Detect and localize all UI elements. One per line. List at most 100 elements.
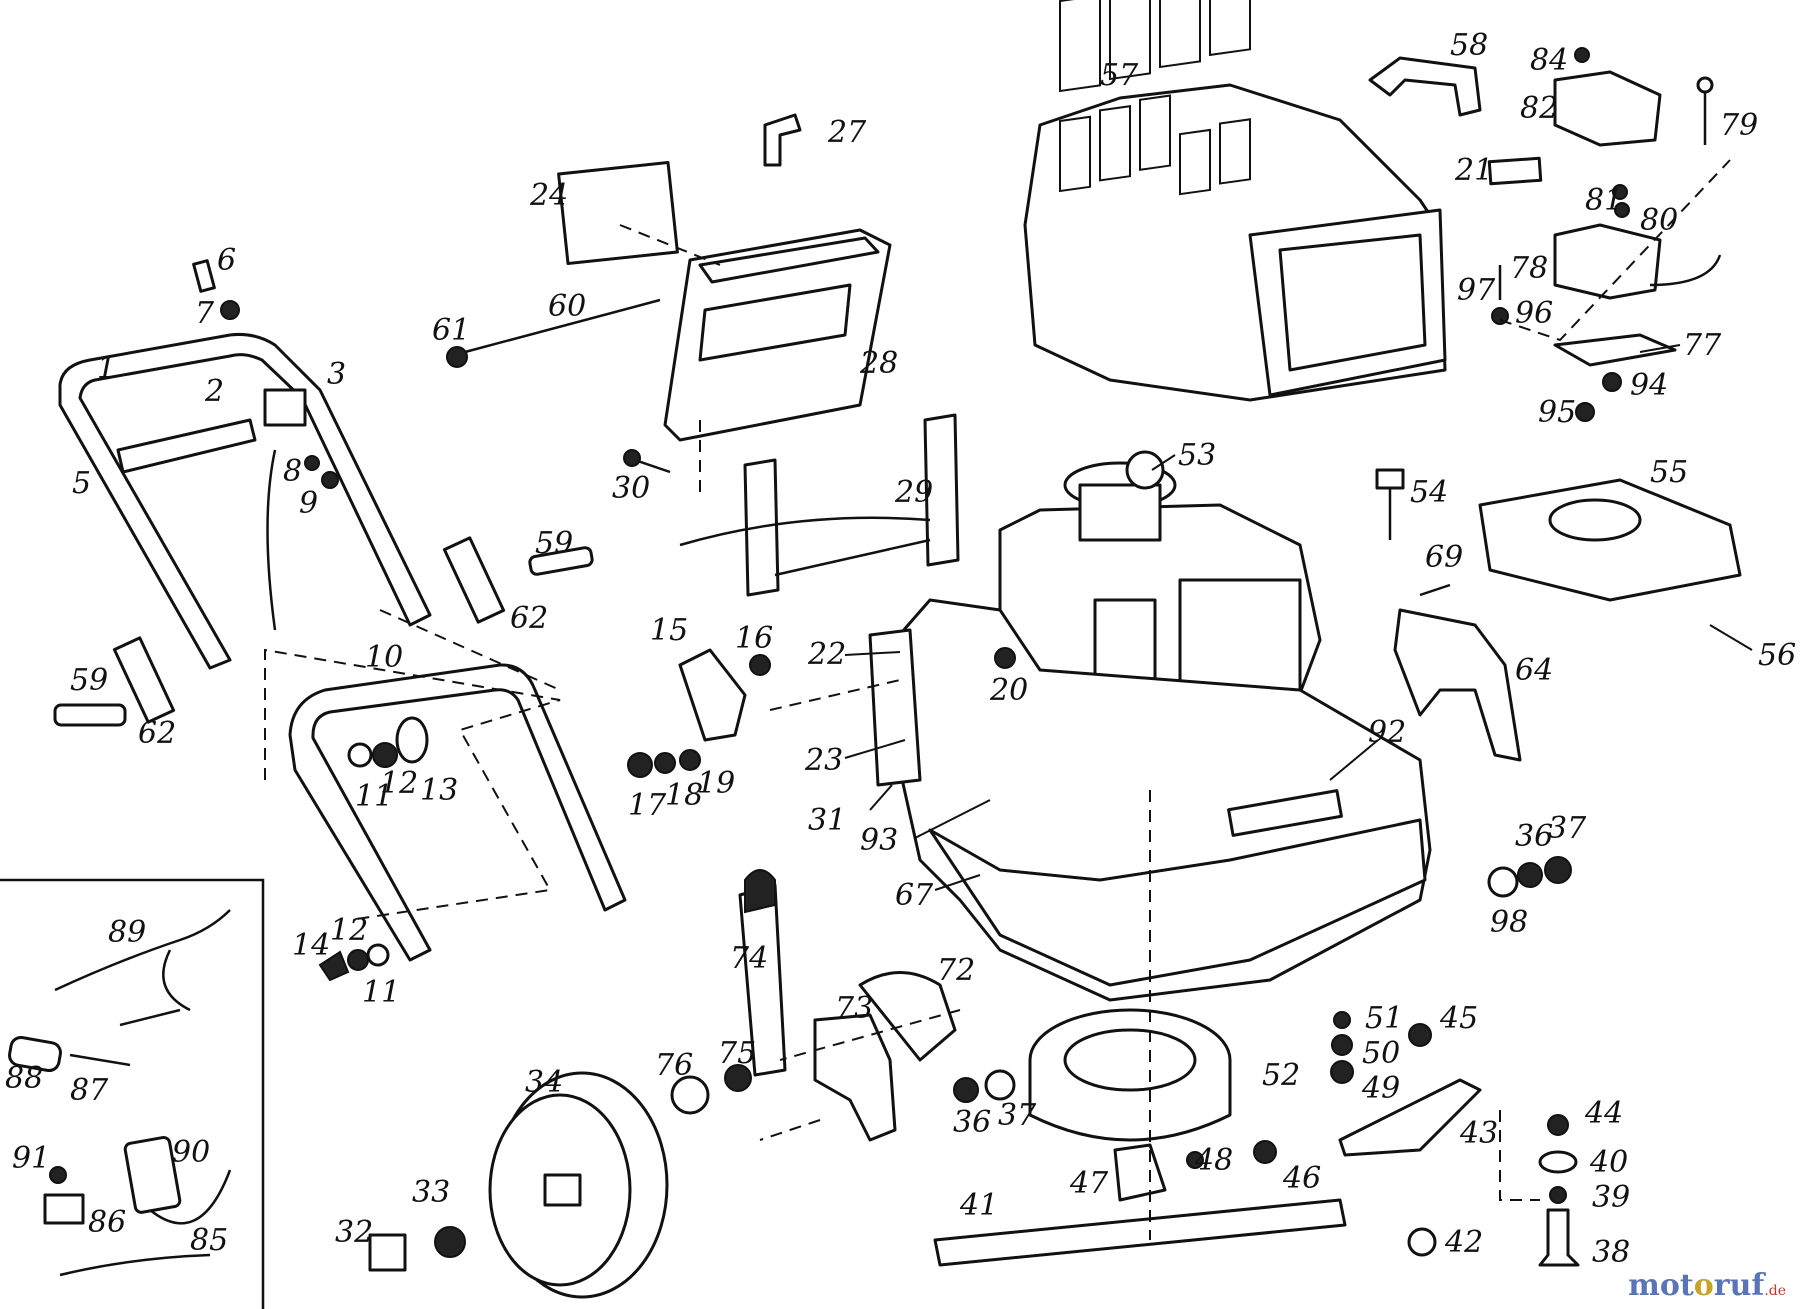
upper-handle bbox=[58, 333, 432, 670]
inset-frame bbox=[0, 878, 265, 1309]
callout-44: 44 bbox=[1584, 1096, 1623, 1131]
nut-17 bbox=[627, 752, 653, 778]
label-24 bbox=[557, 160, 679, 266]
washer-46 bbox=[1253, 1140, 1277, 1164]
callout-33: 33 bbox=[412, 1175, 450, 1210]
bolt-42 bbox=[1407, 1227, 1437, 1257]
carry-handle-58 bbox=[1368, 56, 1482, 117]
washer-12b bbox=[347, 949, 369, 971]
callout-30: 30 bbox=[612, 471, 650, 506]
bracket-64 bbox=[1393, 608, 1522, 762]
disc-40 bbox=[1538, 1150, 1578, 1174]
axle-bracket-73 bbox=[813, 1013, 897, 1142]
handle-clamp-left bbox=[53, 636, 176, 727]
cap-76 bbox=[670, 1075, 710, 1115]
washer-95 bbox=[1575, 402, 1595, 422]
key-48 bbox=[1186, 1151, 1204, 1169]
callout-9: 9 bbox=[299, 486, 318, 521]
callout-55: 55 bbox=[1650, 455, 1688, 490]
wheel-bolt-33 bbox=[434, 1226, 466, 1258]
callout-21: 21 bbox=[1454, 153, 1493, 188]
grass-catcher-bag bbox=[1023, 0, 1447, 402]
cable-85 bbox=[59, 1253, 211, 1277]
callout-32: 32 bbox=[335, 1215, 373, 1250]
bolt-20 bbox=[994, 647, 1016, 669]
callout-59b: 59 bbox=[535, 526, 573, 561]
washer-44 bbox=[1547, 1114, 1569, 1136]
nut-36b bbox=[953, 1077, 979, 1103]
callout-54: 54 bbox=[1410, 475, 1448, 510]
callout-80: 80 bbox=[1640, 203, 1678, 238]
watermark-pre: mot bbox=[1628, 1268, 1694, 1303]
callout-45: 45 bbox=[1439, 1001, 1478, 1036]
charger-90 bbox=[123, 1135, 182, 1214]
grass-catcher-lid bbox=[663, 228, 892, 442]
callout-8: 8 bbox=[283, 454, 302, 489]
watermark-logo: motoruf.de bbox=[1628, 1268, 1786, 1303]
callout-62b: 62 bbox=[510, 601, 548, 636]
washer-7 bbox=[220, 300, 240, 320]
callout-58: 58 bbox=[1450, 28, 1488, 63]
fuse-86 bbox=[43, 1193, 85, 1225]
callout-86: 86 bbox=[88, 1205, 126, 1240]
washer-80 bbox=[1614, 202, 1630, 218]
blade-43 bbox=[1338, 1078, 1482, 1157]
washer-37b bbox=[984, 1069, 1016, 1101]
callout-93: 93 bbox=[860, 823, 898, 858]
battery-lead bbox=[1649, 254, 1722, 287]
washer-50 bbox=[1331, 1034, 1353, 1056]
hubcap-32 bbox=[368, 1233, 407, 1272]
leader-53 bbox=[1151, 454, 1176, 471]
washer-11a bbox=[347, 742, 373, 768]
sleeve-88 bbox=[8, 1035, 62, 1073]
blade-adapter-47 bbox=[1113, 1143, 1167, 1202]
engine-cover-55 bbox=[1478, 478, 1742, 602]
nut-9 bbox=[321, 471, 339, 489]
callout-labels: 1 2 3 5 6 7 8 9 10 11 11 12 12 13 14 15 … bbox=[5, 28, 1796, 1270]
callout-89: 89 bbox=[108, 915, 146, 950]
callout-12a: 12 bbox=[380, 766, 418, 801]
harness-89 bbox=[54, 909, 231, 1027]
callout-69: 69 bbox=[1425, 540, 1463, 575]
callout-92: 92 bbox=[1368, 715, 1406, 750]
lever-15 bbox=[678, 648, 747, 742]
washer-51 bbox=[1333, 1011, 1351, 1029]
callout-46: 46 bbox=[1282, 1161, 1321, 1196]
leader-92 bbox=[1329, 739, 1379, 781]
callout-59a: 59 bbox=[70, 663, 108, 698]
callout-64: 64 bbox=[1515, 653, 1553, 688]
callout-24: 24 bbox=[529, 178, 568, 213]
callout-56: 56 bbox=[1758, 638, 1796, 673]
callout-91: 91 bbox=[12, 1141, 50, 1176]
callout-74: 74 bbox=[730, 941, 768, 976]
callout-95: 95 bbox=[1538, 395, 1576, 430]
bracket-72 bbox=[858, 971, 957, 1062]
callout-38: 38 bbox=[1592, 1235, 1630, 1270]
leader-77 bbox=[1639, 344, 1681, 353]
guide-handle bbox=[264, 648, 561, 921]
callout-5: 5 bbox=[72, 466, 91, 501]
callout-39: 39 bbox=[1592, 1180, 1630, 1215]
callout-90: 90 bbox=[172, 1135, 210, 1170]
knob-13 bbox=[395, 716, 429, 764]
plate-77 bbox=[1553, 333, 1677, 367]
callout-75: 75 bbox=[718, 1036, 756, 1071]
callout-60: 60 bbox=[548, 289, 586, 324]
callout-82: 82 bbox=[1520, 91, 1558, 126]
callout-7: 7 bbox=[195, 296, 215, 331]
lower-handle bbox=[288, 663, 627, 962]
washer-18 bbox=[654, 752, 676, 774]
callout-20: 20 bbox=[989, 673, 1028, 708]
fan-52 bbox=[1028, 1008, 1232, 1142]
callout-62a: 62 bbox=[138, 716, 176, 751]
callout-16: 16 bbox=[735, 621, 773, 656]
rod-60 bbox=[464, 298, 661, 354]
washer-39 bbox=[1549, 1186, 1567, 1204]
screw-84 bbox=[1574, 47, 1590, 63]
callout-15: 15 bbox=[650, 613, 688, 648]
callout-50: 50 bbox=[1362, 1036, 1400, 1071]
callout-27: 27 bbox=[827, 115, 867, 150]
callout-23: 23 bbox=[804, 743, 843, 778]
nut-45 bbox=[1408, 1023, 1432, 1047]
